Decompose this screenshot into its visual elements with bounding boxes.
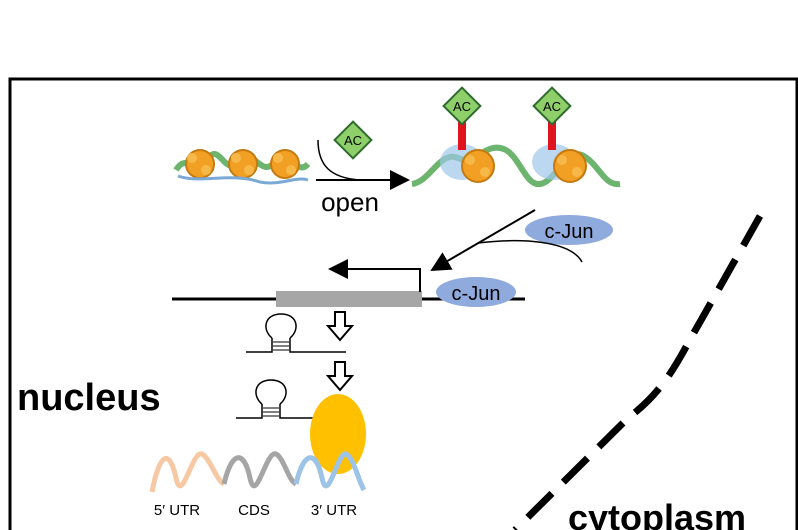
cjun-label: c-Jun xyxy=(545,221,594,243)
nucleosome-icon xyxy=(553,149,587,183)
utr3-wave xyxy=(293,451,367,492)
cds-wave xyxy=(221,451,298,489)
acetyl-stem xyxy=(548,120,556,150)
acetyl-diamond-icon: AC xyxy=(532,86,572,126)
cjun-label: c-Jun xyxy=(452,283,501,305)
hollow-down-arrow-icon xyxy=(325,361,355,392)
cjun-oval xyxy=(436,277,516,307)
cjun-oval xyxy=(525,215,613,245)
nucleosome-icon xyxy=(270,149,300,179)
cytoplasm-label: cytoplasm xyxy=(568,497,746,530)
hollow-down-arrow-icon xyxy=(325,311,355,342)
acetyl-stem xyxy=(458,120,466,150)
recruitment-curve xyxy=(477,239,583,263)
nucleosome-icon xyxy=(461,149,495,183)
ac-label: AC xyxy=(453,99,471,114)
ac-label: AC xyxy=(344,133,362,148)
open-chromatin xyxy=(411,144,621,188)
transcription-arrow xyxy=(328,259,421,292)
gene-box xyxy=(276,291,422,307)
utr5-label: 5′ UTR xyxy=(154,502,200,519)
acetyl-diamond-icon: AC xyxy=(442,86,482,126)
open-label: open xyxy=(321,187,379,217)
nucleus-border xyxy=(8,77,798,530)
closed-chromatin xyxy=(173,149,311,185)
rna-hairpin-icon xyxy=(246,313,346,353)
cds-label: CDS xyxy=(238,502,270,519)
ac-label: AC xyxy=(543,99,561,114)
nucleus-label: nucleus xyxy=(17,377,161,419)
utr5-wave xyxy=(149,451,226,493)
nucleosome-icon xyxy=(228,149,258,179)
ribosome-icon xyxy=(310,394,366,474)
nucleosome-icon xyxy=(185,149,215,179)
recruitment-arrow xyxy=(430,209,536,272)
nuclear-envelope-dashed xyxy=(512,214,764,530)
acetyl-diamond-icon: AC xyxy=(333,120,373,160)
utr3-label: 3′ UTR xyxy=(311,502,357,519)
